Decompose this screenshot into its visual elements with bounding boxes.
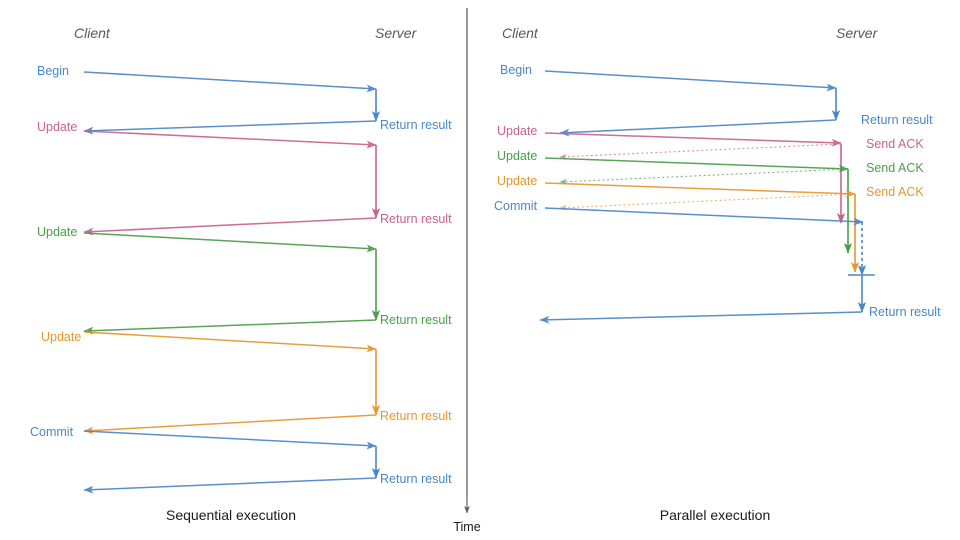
message-label-return-commit: Return result: [869, 305, 941, 319]
message-update-1: [544, 132, 842, 147]
message-label-return-commit: Return result: [380, 472, 452, 486]
message-label-update-3: Update: [41, 330, 81, 344]
message-update-3: [83, 331, 377, 353]
message-label-ack-2: Send ACK: [866, 161, 924, 175]
server-actor-label: Server: [836, 25, 879, 41]
message-return-commit: [83, 477, 377, 494]
message-update-2: [83, 232, 377, 253]
message-return-update-3: [83, 414, 377, 435]
message-ack-3: [559, 193, 856, 211]
message-ack-1: [559, 143, 842, 160]
message-ack-2: [559, 168, 849, 185]
message-update-2: [544, 157, 849, 173]
message-label-update-2: Update: [37, 225, 77, 239]
message-label-return-update-2: Return result: [380, 313, 452, 327]
panel-caption: Parallel execution: [660, 507, 771, 523]
message-label-return-update-3: Return result: [380, 409, 452, 423]
message-update-1: [83, 130, 377, 149]
message-begin: [544, 70, 837, 92]
message-label-ack-3: Send ACK: [866, 185, 924, 199]
message-return-update-2: [83, 319, 377, 335]
message-return-commit: [539, 311, 863, 324]
message-return-begin: [559, 119, 837, 137]
message-label-commit: Commit: [30, 425, 74, 439]
message-label-update-1: Update: [497, 124, 537, 138]
message-commit: [544, 207, 864, 226]
time-axis-label: Time: [453, 520, 480, 534]
message-label-return-begin: Return result: [380, 118, 452, 132]
message-label-update-2: Update: [497, 149, 537, 163]
message-return-update-1: [83, 217, 377, 236]
message-label-return-update-1: Return result: [380, 212, 452, 226]
message-label-update-3: Update: [497, 174, 537, 188]
message-label-ack-1: Send ACK: [866, 137, 924, 151]
message-label-begin: Begin: [37, 64, 69, 78]
message-return-begin: [83, 120, 377, 135]
message-begin: [83, 71, 377, 93]
panel-caption: Sequential execution: [166, 507, 296, 523]
message-label-update-1: Update: [37, 120, 77, 134]
message-update-3: [544, 182, 856, 198]
message-label-begin: Begin: [500, 63, 532, 77]
server-actor-label: Server: [375, 25, 418, 41]
message-label-commit: Commit: [494, 199, 538, 213]
time-axis-layer: Time: [453, 8, 481, 534]
client-actor-label: Client: [74, 25, 111, 41]
message-label-return-begin: Return result: [861, 113, 933, 127]
message-commit: [83, 430, 377, 450]
client-actor-label: Client: [502, 25, 539, 41]
